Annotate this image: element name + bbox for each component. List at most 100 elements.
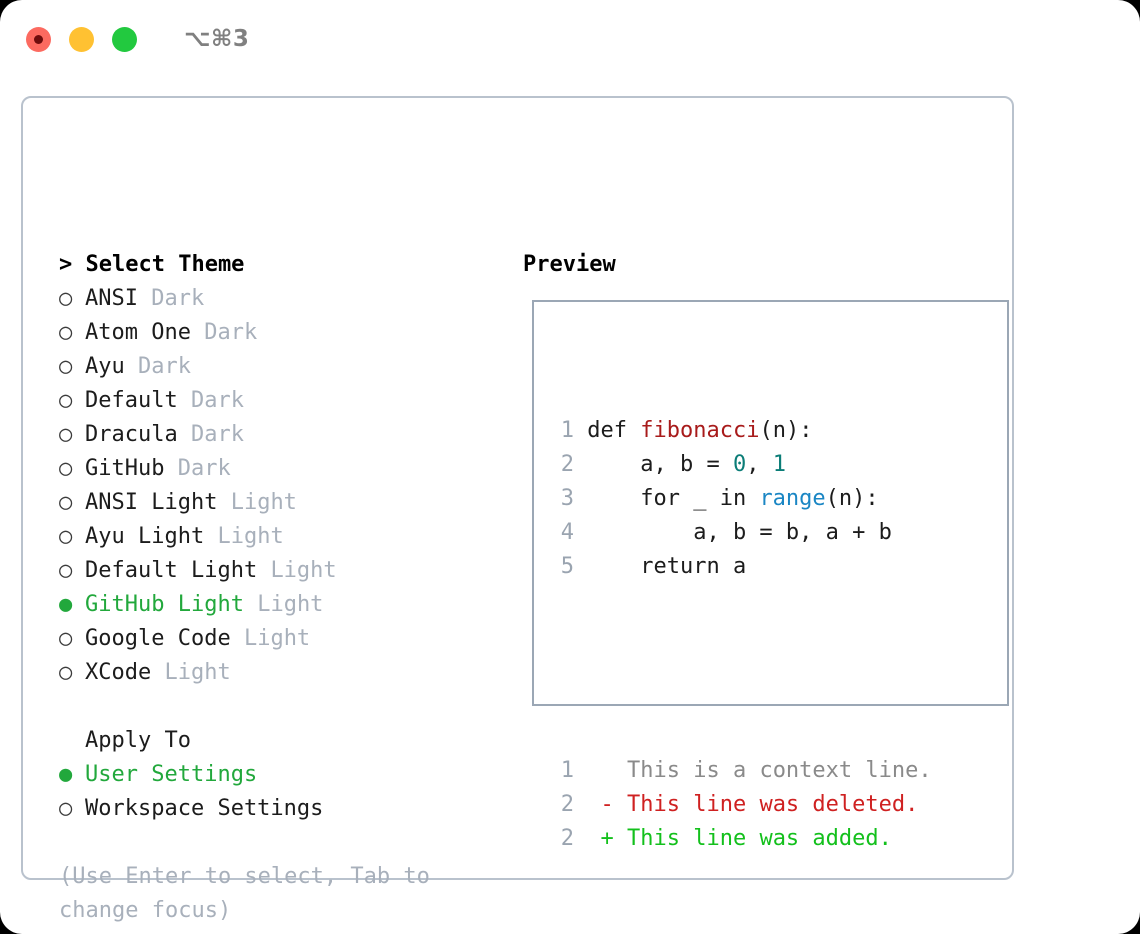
- code-line: 2 a, b = 0, 1: [552, 448, 1007, 482]
- diff-text: This is a context line.: [613, 758, 932, 783]
- theme-name-label: Ayu: [85, 354, 125, 379]
- line-number: 2: [560, 452, 574, 477]
- theme-list-item[interactable]: ○Default Light Light: [59, 554, 499, 588]
- theme-variant-tag: Dark: [204, 320, 258, 345]
- code-line: 4 a, b = b, a + b: [552, 516, 1007, 550]
- maximize-button-icon[interactable]: [112, 26, 137, 52]
- theme-list-item[interactable]: ○ANSI Light Light: [59, 486, 499, 520]
- gutter-gap: [574, 452, 587, 477]
- apply-to-label: Workspace Settings: [85, 796, 324, 821]
- theme-variant-tag: Light: [257, 592, 324, 617]
- radio-unselected-icon: ○: [59, 660, 73, 685]
- line-number: 4: [560, 520, 574, 545]
- theme-name-label: Atom One: [85, 320, 191, 345]
- theme-name-label: XCode: [85, 660, 152, 685]
- gutter-gap: [574, 486, 587, 511]
- code-token-num: 0: [732, 452, 747, 477]
- code-token-plain: def: [587, 418, 641, 443]
- preview-column: Preview: [523, 248, 616, 282]
- minimize-button-icon[interactable]: [69, 26, 94, 52]
- gutter-gap: [574, 758, 601, 783]
- label-variant-gap: [138, 282, 151, 316]
- keyboard-shortcut-label: ⌥⌘3: [184, 26, 250, 52]
- diff-sign: [601, 758, 614, 783]
- label-variant-gap: [231, 622, 244, 656]
- theme-variant-tag: Dark: [190, 388, 244, 413]
- line-number: 3: [560, 486, 574, 511]
- select-theme-header: > Select Theme: [59, 248, 499, 282]
- theme-variant-tag: Light: [164, 660, 231, 685]
- diff-sign: +: [600, 826, 614, 851]
- radio-selected-icon: ●: [59, 762, 73, 787]
- theme-variant-tag: Light: [217, 524, 284, 549]
- code-token-plain: (n):: [825, 486, 879, 511]
- code-token-plain: a, b = b, a + b: [587, 520, 892, 545]
- apply-to-list: ● User Settings ○ Workspace Settings: [59, 758, 499, 826]
- theme-variant-tag: Dark: [177, 456, 231, 481]
- theme-list-item[interactable]: ●GitHub Light Light: [59, 588, 499, 622]
- label-variant-gap: [204, 520, 217, 554]
- radio-unselected-icon: ○: [59, 558, 73, 583]
- theme-list-item[interactable]: ○Ayu Light Light: [59, 520, 499, 554]
- apply-to-item[interactable]: ○ Workspace Settings: [59, 792, 499, 826]
- theme-name-label: Default: [85, 388, 178, 413]
- radio-unselected-icon: ○: [59, 456, 73, 481]
- traffic-light-buttons: [26, 26, 137, 52]
- theme-variant-tag: Dark: [190, 422, 244, 447]
- theme-list-item[interactable]: ○Dracula Dark: [59, 418, 499, 452]
- keyboard-hint-text: (Use Enter to select, Tab to change focu…: [59, 864, 430, 923]
- diff-sample: 1 This is a context line. 2 - This line w…: [552, 754, 1007, 856]
- list-spacer: [59, 690, 499, 724]
- theme-name-label: Ayu Light: [85, 524, 205, 549]
- theme-list-item[interactable]: ○ GitHub Dark: [59, 452, 499, 486]
- theme-list-item[interactable]: ○ XCode Light: [59, 656, 499, 690]
- label-variant-gap: [257, 554, 270, 588]
- radio-unselected-icon: ○: [59, 796, 73, 821]
- code-diff-separator: [552, 652, 1007, 686]
- radio-unselected-icon: ○: [59, 354, 73, 379]
- diff-text: This line was deleted.: [613, 792, 919, 817]
- theme-list-item[interactable]: ○Google Code Light: [59, 622, 499, 656]
- radio-unselected-icon: ○: [59, 626, 73, 651]
- line-number: 2: [560, 792, 574, 817]
- preview-title: Preview: [523, 252, 616, 277]
- theme-list-item[interactable]: ○Default Dark: [59, 384, 499, 418]
- code-line: 1 def fibonacci(n):: [552, 414, 1007, 448]
- code-line: 5 return a: [552, 550, 1007, 584]
- label-variant-gap: [217, 486, 230, 520]
- apply-to-label: User Settings: [85, 762, 258, 787]
- theme-name-label: GitHub: [85, 456, 165, 481]
- code-token-plain: return a: [587, 554, 747, 579]
- gutter-gap: [574, 520, 587, 545]
- label-variant-gap: [178, 418, 191, 452]
- select-theme-header-label: > Select Theme: [59, 252, 245, 277]
- label-variant-gap: [164, 452, 177, 486]
- theme-list-item[interactable]: ○ANSI Dark: [59, 282, 499, 316]
- theme-variant-tag: Dark: [138, 354, 191, 379]
- theme-list-item[interactable]: ○ Ayu Dark: [59, 350, 499, 384]
- line-number: 5: [560, 554, 574, 579]
- apply-to-item[interactable]: ● User Settings: [59, 758, 499, 792]
- gutter-gap: [574, 418, 587, 443]
- line-number: 1: [560, 758, 574, 783]
- code-token-builtin: range: [759, 486, 826, 511]
- theme-list-item[interactable]: ○ Atom One Dark: [59, 316, 499, 350]
- theme-name-label: ANSI Light: [85, 490, 218, 515]
- label-variant-gap: [125, 350, 138, 384]
- label-variant-gap: [178, 384, 191, 418]
- code-line: 3 for _ in range(n):: [552, 482, 1007, 516]
- theme-variant-tag: Light: [230, 490, 297, 515]
- label-variant-gap: [191, 316, 204, 350]
- theme-name-label: Default Light: [85, 558, 258, 583]
- code-token-num: 1: [772, 452, 786, 477]
- diff-line: 2 - This line was deleted.: [552, 788, 1007, 822]
- close-button-icon[interactable]: [26, 26, 51, 52]
- radio-selected-icon: ●: [59, 592, 73, 617]
- radio-unselected-icon: ○: [59, 320, 73, 345]
- gutter-gap: [574, 792, 601, 817]
- theme-variant-tag: Light: [243, 626, 311, 651]
